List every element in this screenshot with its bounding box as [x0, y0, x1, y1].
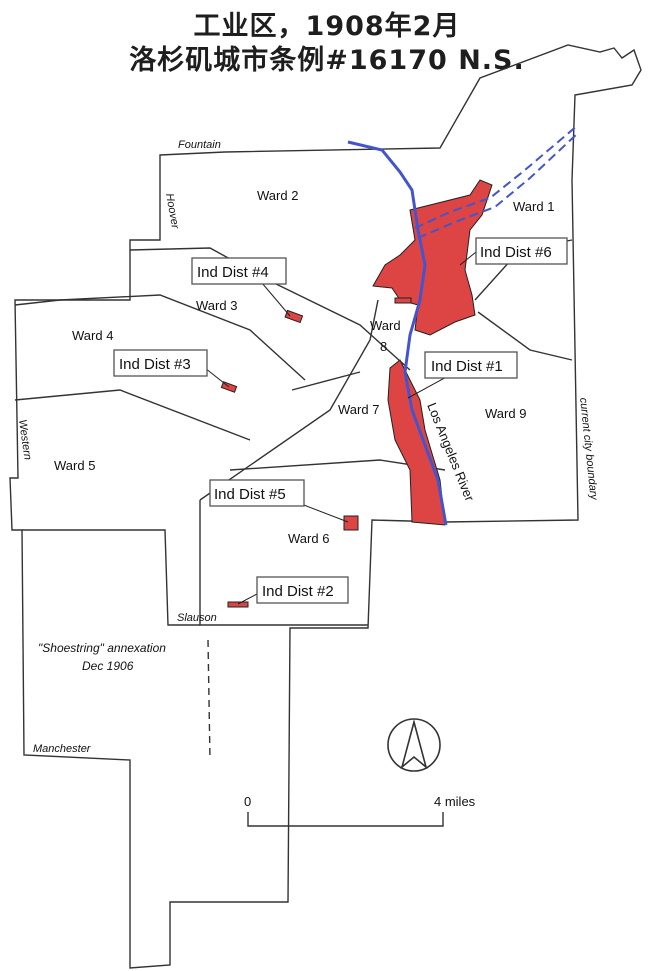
ind-dist-1-label: Ind Dist #1 — [431, 358, 503, 375]
street-manchester: Manchester — [33, 743, 92, 755]
ward-1-label: Ward 1 — [513, 199, 554, 214]
street-western: Western — [16, 419, 34, 461]
city-boundary-outline — [9, 44, 642, 969]
ward-5-label: Ward 5 — [54, 458, 95, 473]
los-angeles-river — [347, 140, 448, 526]
street-fountain: Fountain — [178, 139, 221, 151]
ind-dist-3-label: Ind Dist #3 — [119, 356, 191, 373]
ind-dist-1-box — [424, 351, 518, 379]
callout-leaders — [204, 251, 477, 605]
ward-3-label: Ward 3 — [196, 298, 237, 313]
annexation-date: Dec 1906 — [82, 659, 134, 673]
scale-start-label: 0 — [244, 794, 251, 809]
ward-8-label: Ward — [370, 318, 401, 333]
ward-boundaries — [14, 239, 573, 626]
ward-8-number: 8 — [380, 339, 387, 354]
ward-4-label: Ward 4 — [72, 328, 113, 343]
map-subtitle: 洛杉矶城市条例#16170 N.S. — [129, 45, 525, 76]
scale-end-label: 4 miles — [434, 794, 476, 809]
industrial-district-5-area — [343, 515, 359, 531]
ind-dist-5-label: Ind Dist #5 — [214, 486, 286, 503]
annexation-label: "Shoestring" annexation — [38, 641, 166, 655]
ind-dist-5-box — [209, 479, 305, 507]
map-title: 工业区，1908年2月 — [193, 11, 461, 42]
street-slauson: Slauson — [177, 612, 217, 624]
ind-dist-6-label: Ind Dist #6 — [480, 244, 552, 261]
ward-9-label: Ward 9 — [485, 406, 526, 421]
annexation-dashed-line — [207, 639, 211, 761]
north-arrow-icon — [387, 718, 441, 772]
industrial-district-2-area — [227, 601, 249, 608]
river-tributary — [414, 124, 579, 229]
industrial-district-1-area — [387, 359, 446, 526]
street-hoover: Hoover — [163, 192, 181, 230]
ward-7-label: Ward 7 — [338, 402, 379, 417]
ind-dist-4-label: Ind Dist #4 — [197, 264, 269, 281]
ind-dist-2-box — [256, 576, 349, 604]
ward-2-label: Ward 2 — [257, 188, 298, 203]
ind-dist-4-box — [191, 257, 287, 285]
city-boundary-label: current city boundary — [577, 397, 600, 502]
ind-dist-6-box — [475, 237, 568, 265]
industrial-district-4-area — [284, 309, 304, 324]
scale-bar: 0 4 miles — [244, 794, 476, 827]
industrial-district-8-strip — [394, 297, 412, 304]
ind-dist-3-box — [113, 349, 208, 377]
ind-dist-2-label: Ind Dist #2 — [262, 583, 334, 600]
ward-6-label: Ward 6 — [288, 531, 329, 546]
